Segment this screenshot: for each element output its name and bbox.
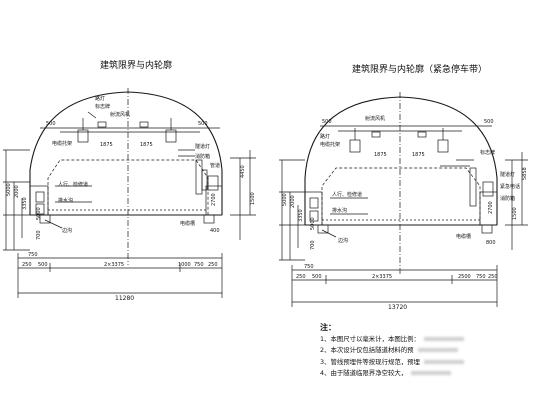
right-label-sign: 标志牌	[480, 149, 495, 156]
left-arch-outline	[29, 91, 223, 215]
right-sidewalk-left	[304, 191, 323, 226]
right-arch-outline	[304, 96, 498, 225]
right-label-sidewalk: 人行、检修道	[332, 191, 362, 198]
right-tunnel-section	[279, 92, 528, 307]
right-dim-left-3: 3350	[298, 209, 304, 222]
left-dim-bottom-6: 750	[194, 262, 204, 268]
right-dim-bottom-6: 750	[476, 274, 486, 280]
right-dim-bottom-2: 750	[304, 264, 314, 270]
right-dim-bottom-3: 500	[312, 274, 322, 280]
right-label-cable-trough: 电缆槽	[456, 233, 471, 240]
left-label-pipe: 管道	[210, 162, 220, 169]
right-dim-left-4: 700	[310, 240, 316, 250]
right-label-tunnel-light: 隧道灯	[500, 171, 515, 178]
left-label-tunnel-light: 隧道灯	[195, 143, 210, 150]
right-dim-right-1: 5858	[522, 167, 528, 180]
right-label-cable-bracket: 电缆托架	[320, 141, 340, 148]
left-dim-bottom-5: 1000	[178, 262, 191, 268]
right-dim-left-5: 5000	[310, 217, 316, 230]
left-dim-right-2: 1500	[250, 192, 256, 205]
blurred-text	[411, 371, 452, 376]
blurred-text	[417, 348, 458, 353]
right-dim-bottom-4: 2×3375	[372, 274, 392, 280]
left-dim-left-4: 5000	[36, 207, 42, 220]
right-dim-bottom-5: 2500	[458, 274, 471, 280]
right-dim-right-3: 2700	[488, 201, 494, 214]
left-dim-top-3: 1875	[140, 142, 153, 148]
left-total-width: 11280	[115, 295, 134, 302]
left-dim-right-1: 4450	[240, 165, 246, 178]
left-label-sign: 标志牌	[95, 103, 110, 110]
note-item: 3、管线预埋件等按现行规范，预埋	[320, 357, 556, 368]
left-dim-top-2: 1875	[100, 142, 113, 148]
right-dim-left-1: 5000	[282, 193, 288, 206]
blurred-text	[423, 337, 464, 341]
right-dim-right-4: 800	[486, 240, 496, 246]
left-label-cable-bracket: 电缆托架	[52, 140, 72, 147]
left-sidewalk-left	[29, 185, 49, 216]
right-label-drain: 排水沟	[332, 207, 347, 214]
notes-block: 注： 1、本图尺寸以毫米计，本图比例： 2、本次设计仅包括隧道材料的预 3、管线…	[320, 322, 556, 380]
note-item: 2、本次设计仅包括隧道材料的预	[320, 345, 556, 356]
left-label-drain: 排水沟	[58, 197, 73, 204]
left-dim-left-5: 700	[36, 230, 42, 240]
left-label-fire-box: 消防箱	[195, 153, 210, 160]
right-panel-title: 建筑限界与内轮廓（紧急停车带）	[352, 63, 487, 75]
left-dim-left-3: 3350	[22, 197, 28, 210]
right-total-width: 13720	[388, 304, 407, 311]
left-tunnel-section	[3, 88, 256, 298]
right-dim-top-4: 500	[484, 119, 494, 125]
right-jet-fan-2	[437, 139, 449, 153]
left-dim-bottom-4: 2×3375	[104, 262, 124, 268]
right-dim-right-2: 1500	[512, 207, 518, 220]
right-dim-left-2: 2000	[290, 195, 296, 208]
right-label-fire-box: 消防箱	[500, 195, 515, 202]
note-item: 4、由于隧道临限界净空较大，	[320, 368, 556, 379]
left-dim-right-4: 400	[210, 228, 220, 234]
note-item: 1、本图尺寸以毫米计，本图比例：	[320, 334, 556, 345]
left-dim-top-4: 500	[198, 121, 208, 127]
left-label-side-ditch: 边沟	[62, 227, 72, 234]
right-dim-top-1: 500	[322, 119, 332, 125]
left-panel-title: 建筑限界与内轮廓	[100, 59, 172, 71]
left-dim-bottom-3: 500	[38, 262, 48, 268]
right-label-fan: 射流风机	[365, 115, 385, 122]
blurred-text	[423, 359, 464, 364]
right-label-side-ditch: 边沟	[338, 237, 348, 244]
notes-header: 注：	[320, 323, 336, 332]
left-dim-bottom-7: 250	[208, 262, 218, 268]
right-dim-bottom-1: 250	[296, 274, 306, 280]
right-dim-bottom-7: 250	[488, 274, 498, 280]
left-label-fan: 射流风机	[110, 111, 130, 118]
left-dim-bottom-2: 250	[22, 262, 32, 268]
left-label-lamp: 路灯	[95, 95, 105, 102]
left-dim-right-3: 2700	[211, 193, 217, 206]
left-dim-bottom-1: 750	[28, 252, 38, 258]
right-dim-top-3: 1875	[412, 152, 425, 158]
left-dim-left-2: 2000	[14, 185, 20, 198]
right-jet-fan	[349, 139, 361, 153]
left-dim-left-1: 5000	[6, 183, 12, 196]
left-label-cable-trough: 电缆槽	[180, 220, 195, 227]
right-label-lamp: 路灯	[320, 133, 330, 140]
left-dim-top-1: 500	[46, 121, 56, 127]
left-label-sidewalk: 人行、检修道	[58, 181, 88, 188]
right-dim-top-2: 1875	[374, 152, 387, 158]
right-label-emergency-phone: 紧急电话	[500, 183, 520, 190]
